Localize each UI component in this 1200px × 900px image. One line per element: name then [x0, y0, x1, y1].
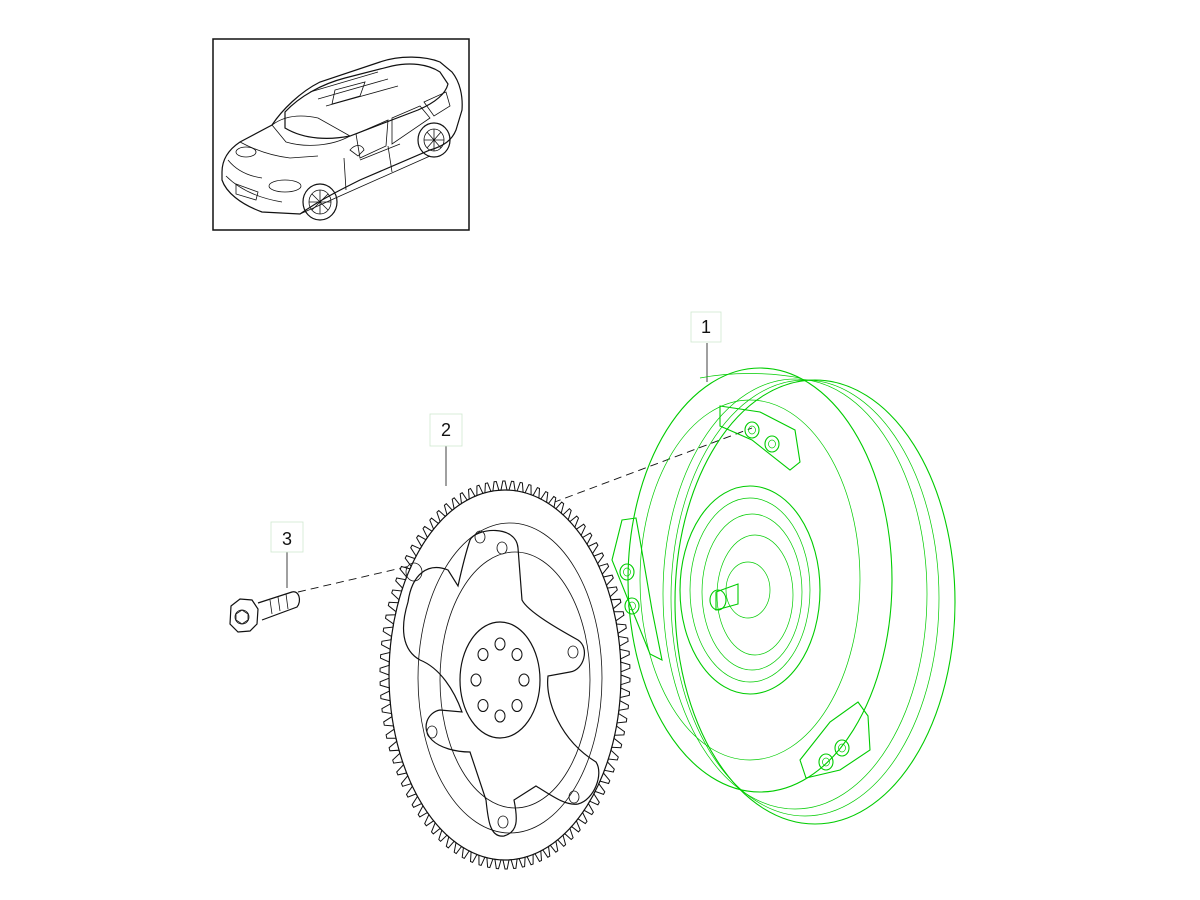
hub-bolt-holes	[470, 637, 530, 723]
torque-converter-icon[interactable]	[611, 367, 956, 825]
hub-bolt-hole	[494, 637, 506, 651]
alignment-axis-line	[297, 427, 753, 593]
rear-wheel-icon	[417, 122, 451, 158]
callout-number: 3	[282, 529, 292, 549]
mounting-tab-bottom	[799, 701, 871, 779]
front-wheel-icon	[302, 183, 338, 221]
hub-bolt-hole	[518, 673, 530, 687]
callout-number: 1	[701, 317, 711, 337]
leader-lines	[286, 343, 753, 593]
callout-number: 2	[441, 420, 451, 440]
mounting-tab-top	[719, 405, 801, 471]
callout-2[interactable]: 2	[429, 413, 463, 447]
ring-gear-teeth	[379, 480, 631, 870]
bolt-icon[interactable]	[229, 591, 301, 633]
mounting-holes	[405, 530, 580, 829]
hub-bolt-hole	[494, 709, 506, 723]
gear-teeth-outline	[379, 480, 631, 870]
callout-3[interactable]: 3	[270, 521, 304, 553]
hub-bolt-hole	[477, 699, 489, 712]
hub-bolt-hole	[477, 648, 489, 661]
vehicle-thumbnail[interactable]	[212, 38, 470, 231]
mounting-tab-left	[611, 517, 663, 661]
hub-bolt-hole	[470, 673, 482, 687]
thumbnail-frame	[212, 38, 470, 231]
hub-bolt-hole	[511, 648, 523, 661]
callout-1[interactable]: 1	[690, 311, 722, 343]
hub-bolt-hole	[511, 699, 523, 712]
drive-plate-icon[interactable]	[379, 480, 631, 870]
suv-vehicle-icon	[221, 56, 463, 221]
